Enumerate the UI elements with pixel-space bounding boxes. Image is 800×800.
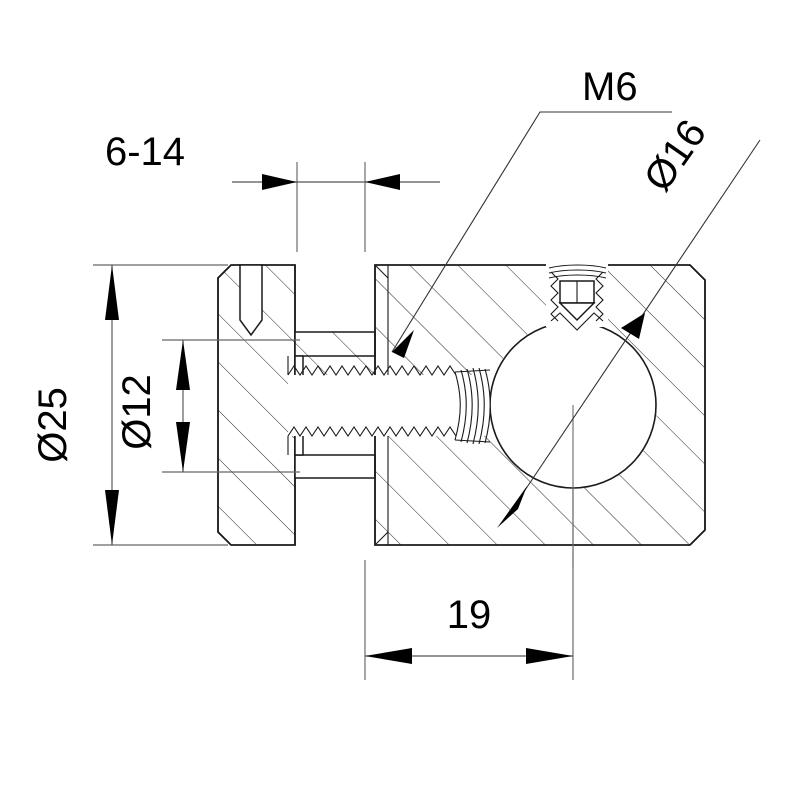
annotation-label-d16: Ø16 [636,112,715,199]
threaded-shaft [287,356,491,455]
countersink-pocket [239,264,263,337]
dimension-ball-offset: 19 [364,488,574,680]
part-geometry [217,263,706,568]
dimension-label-d25: Ø25 [31,387,75,463]
dimension-outer-diameter: Ø25 [31,264,228,546]
annotation-label-m6: M6 [582,65,638,109]
dimension-label-19: 19 [447,593,492,637]
dimension-clamp-range: 6-14 [105,130,440,252]
m6-set-screw [546,263,608,331]
thread-crest-lines [454,367,491,445]
annotation-m6-thread: M6 [391,65,672,358]
dimension-label-d12: Ø12 [115,374,159,450]
dimension-shaft-diameter: Ø12 [115,339,300,473]
dimension-label-6-14: 6-14 [105,130,185,174]
